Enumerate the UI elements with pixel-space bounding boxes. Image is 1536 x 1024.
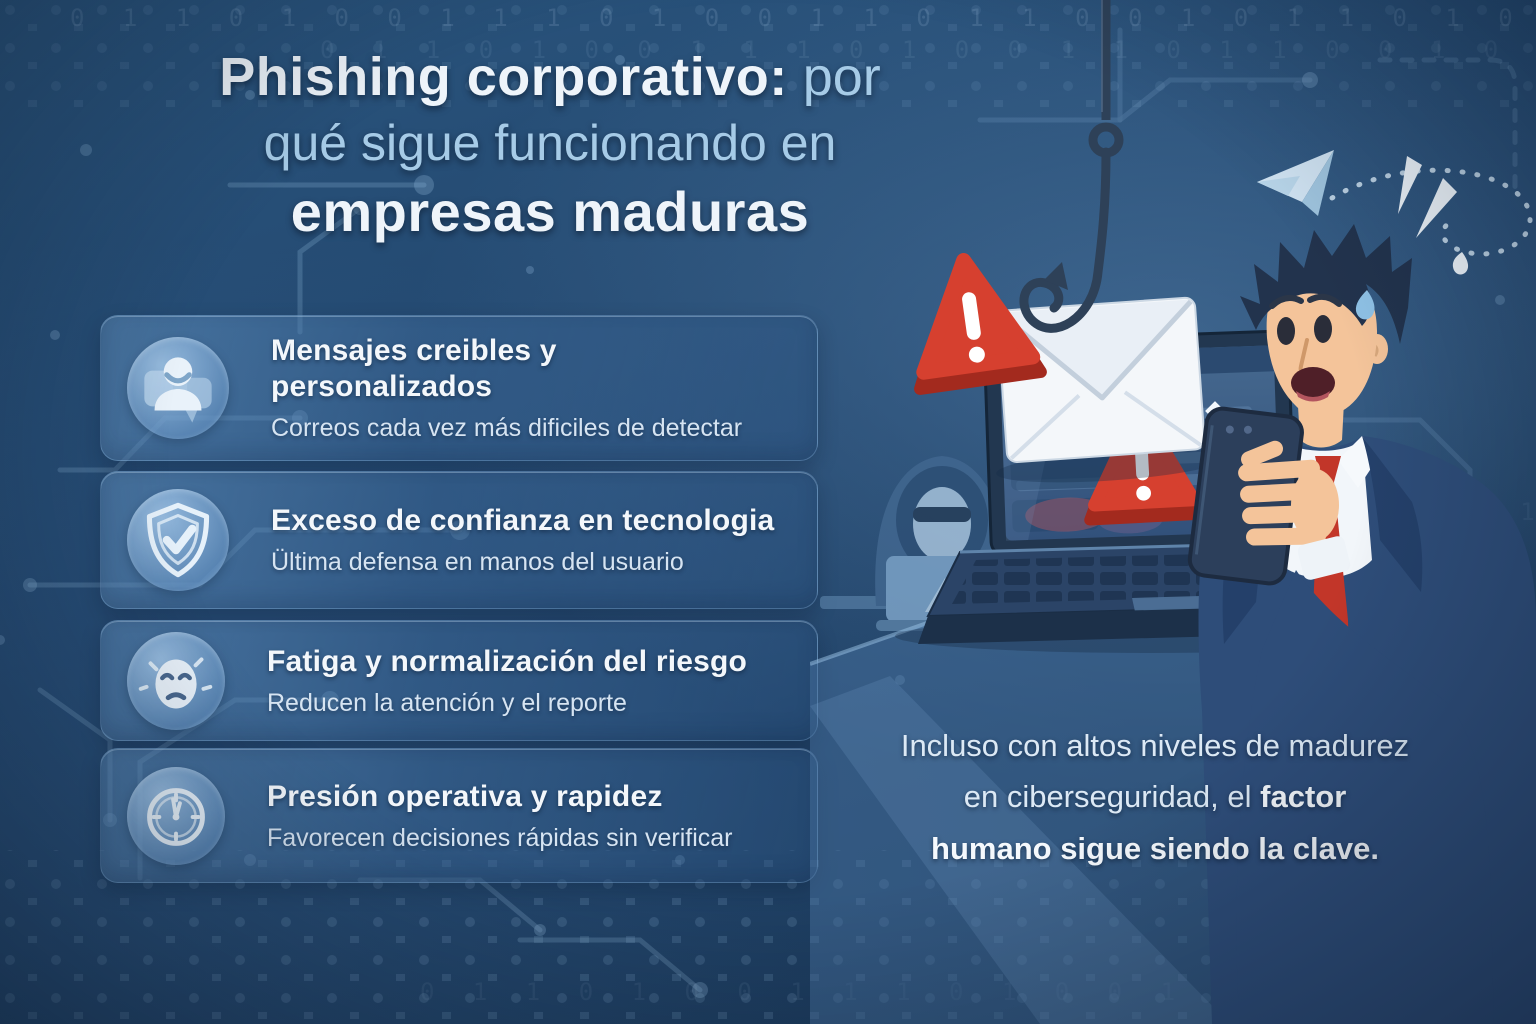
panel-exceso-confianza: Exceso de confianza en tecnologia Ültima… (100, 471, 818, 609)
panel-text: Exceso de confianza en tecnologia Ültima… (271, 503, 788, 577)
title-line-2: qué sigue funcionando en (263, 114, 837, 171)
fishing-hook (1019, 0, 1124, 333)
eyebrow-right (1307, 293, 1342, 307)
eye-right (1314, 315, 1332, 343)
phishing-illustration (810, 0, 1536, 1024)
panel-mensajes-creibles: Mensajes creibles y personalizados Corre… (100, 315, 818, 461)
head (1240, 224, 1412, 448)
panel-presion-operativa: Presión operativa y rapidez Favorecen de… (100, 748, 818, 883)
warning-triangle-floating (914, 253, 1047, 395)
chat-user-icon (127, 337, 229, 439)
page-title: Phishing corporativo: por qué sigue func… (130, 46, 970, 245)
panel-title: Fatiga y normalización del riesgo (267, 644, 748, 678)
clock-icon (127, 766, 225, 865)
hand-holding-phone (1238, 440, 1339, 546)
paper-plane (1257, 150, 1533, 257)
closing-line-1: Incluso con altos niveles de madurez (900, 728, 1410, 763)
panel-subtitle: Favorecen decisiones rápidas sin verific… (267, 823, 733, 852)
closing-line-2: en ciberseguridad, el factor (963, 779, 1347, 815)
shield-check-icon (127, 489, 229, 591)
panel-text: Mensajes creibles y personalizados Corre… (271, 333, 756, 443)
panel-title: Presión operativa y rapidez (267, 779, 663, 813)
surprise-marks (1398, 156, 1469, 275)
panel-title: Exceso de confianza en tecnologia (271, 504, 775, 537)
eyebrow-left (1269, 294, 1304, 309)
svg-text:0 1 1 0 1 0 0 1 1 1 0 1 0 0 1: 0 1 1 0 1 0 0 1 1 1 0 1 0 0 1 1 0 1 1 0 … (320, 36, 1536, 64)
title-strong-text: Phishing corporativo: (219, 47, 788, 107)
svg-text:0 1 1 0 1 0 0 1 1 1 0 1 0 0 1: 0 1 1 0 1 0 0 1 1 1 0 1 0 0 1 1 0 1 1 0 … (70, 4, 1536, 32)
warning-triangle-on-screen (1084, 402, 1206, 526)
tired-face-icon (127, 631, 225, 730)
lapel-right (1362, 436, 1423, 592)
shirt-cuff (1297, 536, 1351, 580)
thumb (1241, 440, 1283, 468)
top-noise-band (0, 0, 1536, 110)
panel-subtitle: Reducen la atención y el reporte (267, 688, 627, 717)
title-line-3: empresas maduras (290, 179, 810, 243)
phishing-email-envelope (996, 296, 1228, 483)
panel-subtitle: Ültima defensa en manos del usuario (271, 548, 684, 576)
panel-fatiga-normalizacion: Fatiga y normalización del riesgo Reduce… (100, 620, 818, 741)
panel-text: Presión operativa y rapidez Favorecen de… (267, 779, 747, 853)
eye-left (1277, 317, 1295, 345)
panel-title: Mensajes creibles y personalizados (271, 334, 557, 403)
title-line-1: Phishing corporativo: por (130, 46, 970, 110)
arm-sleeve (1236, 570, 1494, 1024)
sweat-drop (1355, 290, 1375, 320)
closing-line-3: humano sigue siendo la clave. (931, 830, 1379, 866)
open-mouth (1291, 367, 1335, 402)
title-light-text: por (787, 47, 881, 107)
worried-businessman (1187, 156, 1536, 1024)
panel-text: Fatiga y normalización del riesgo Reduce… (267, 644, 761, 718)
panel-subtitle: Correos cada vez más dificiles de detect… (271, 414, 743, 442)
closing-message: Incluso con altos niveles de madurez en … (852, 720, 1458, 874)
